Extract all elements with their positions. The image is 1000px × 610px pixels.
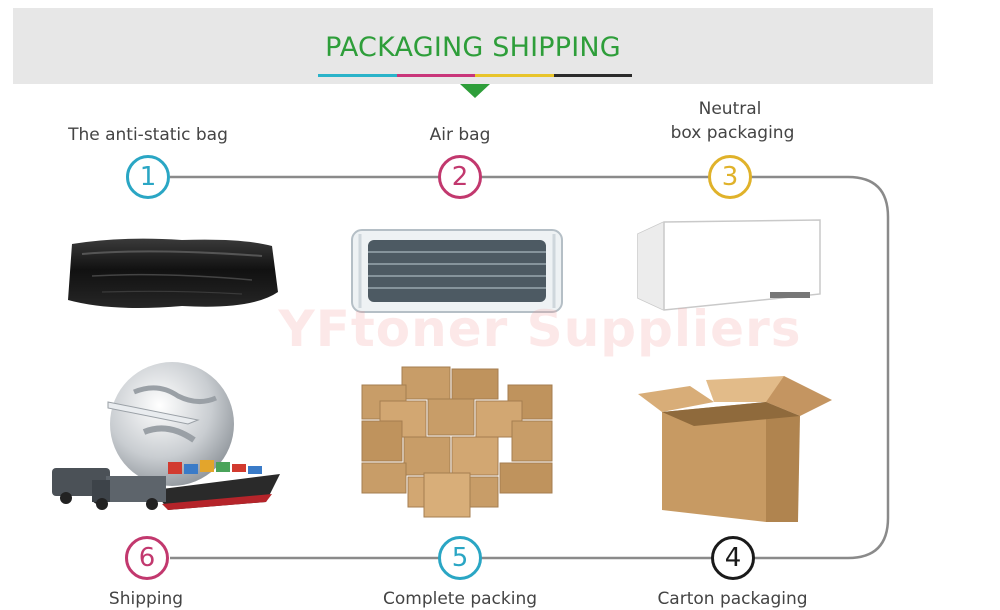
- flow-line: [170, 175, 890, 560]
- underline-segment-cyan: [318, 74, 397, 77]
- step-3-label-line2: box packaging: [670, 123, 795, 143]
- step-1-circle: 1: [126, 155, 170, 199]
- step-4-circle: 4: [711, 536, 755, 580]
- step-6-label: Shipping: [108, 589, 184, 609]
- step-3-label-line1: Neutral: [698, 99, 762, 119]
- shipping-globe-image: [52, 362, 280, 510]
- step-5-label: Complete packing: [382, 589, 538, 609]
- underline-segment-black: [553, 74, 632, 77]
- stacked-cartons-image: [361, 366, 553, 518]
- step-2-label: Air bag: [429, 125, 491, 145]
- underline-segment-magenta: [396, 74, 475, 77]
- step-3-circle: 3: [708, 155, 752, 199]
- underline-segment-yellow: [475, 74, 554, 77]
- step-1-label: The anti-static bag: [68, 125, 228, 145]
- page-title: PACKAGING SHIPPING: [325, 32, 621, 63]
- step-5-circle: 5: [438, 536, 482, 580]
- step-6-circle: 6: [125, 536, 169, 580]
- step-4-label: Carton packaging: [657, 589, 808, 609]
- step-2-circle: 2: [438, 155, 482, 199]
- down-arrow-icon: [460, 84, 490, 98]
- header-banner: PACKAGING SHIPPING: [13, 8, 933, 84]
- air-bag-image: [351, 229, 563, 313]
- neutral-box-image: [637, 219, 821, 311]
- title-underline: [318, 74, 632, 77]
- carton-box-image: [638, 376, 832, 522]
- anti-static-bag-image: [68, 238, 278, 308]
